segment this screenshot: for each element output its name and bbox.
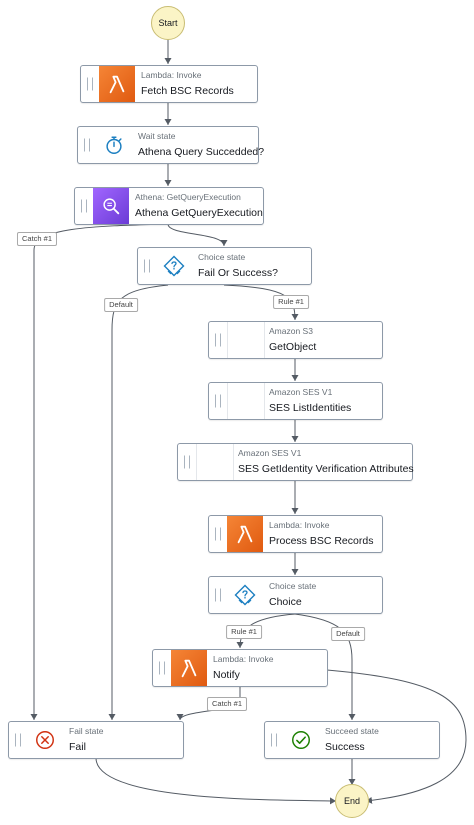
state-subtype: Wait state xyxy=(138,131,176,141)
state-process-bsc-records[interactable]: Lambda: Invoke Process BSC Records xyxy=(208,515,383,553)
state-subtype: Lambda: Invoke xyxy=(213,654,274,664)
state-fail[interactable]: Fail state Fail xyxy=(8,721,184,759)
state-subtype: Lambda: Invoke xyxy=(141,70,202,80)
state-notify[interactable]: Lambda: Invoke Notify xyxy=(152,649,328,687)
drag-handle[interactable] xyxy=(84,138,90,152)
blank-icon xyxy=(196,444,234,480)
state-fetch-bsc-records[interactable]: Lambda: Invoke Fetch BSC Records xyxy=(80,65,258,103)
state-subtype: Amazon S3 xyxy=(269,326,313,336)
drag-handle[interactable] xyxy=(15,733,21,747)
state-ses-listidentities[interactable]: Amazon SES V1 SES ListIdentities xyxy=(208,382,383,420)
fail-icon xyxy=(27,722,63,758)
state-title: Athena Query Succedded? xyxy=(138,146,265,158)
drag-handle[interactable] xyxy=(81,199,87,213)
end-node[interactable]: End xyxy=(335,784,369,818)
state-title: Choice xyxy=(269,596,302,608)
drag-handle[interactable] xyxy=(159,661,165,675)
state-title: Fail xyxy=(69,741,86,753)
stopwatch-icon xyxy=(96,127,132,163)
state-subtype: Amazon SES V1 xyxy=(238,448,302,458)
lambda-icon xyxy=(99,66,135,102)
state-subtype: Lambda: Invoke xyxy=(269,520,330,530)
state-wait[interactable]: Wait state Athena Query Succedded? xyxy=(77,126,265,164)
state-title: Process BSC Records xyxy=(269,535,374,547)
drag-handle[interactable] xyxy=(87,77,93,91)
edge-label-rule1-choice1: Rule #1 xyxy=(273,295,309,309)
state-title: SES GetIdentity Verification Attributes xyxy=(238,463,414,475)
lambda-icon xyxy=(171,650,207,686)
edge-label-default-choice1: Default xyxy=(104,298,138,312)
state-subtype: Choice state xyxy=(269,581,317,591)
start-node[interactable]: Start xyxy=(151,6,185,40)
edge-athena-to-choice1 xyxy=(167,223,228,247)
state-subtype: Choice state xyxy=(198,252,246,262)
state-ses-getidentity-verification[interactable]: Amazon SES V1 SES GetIdentity Verificati… xyxy=(177,443,414,481)
choice-icon xyxy=(156,248,192,284)
success-icon xyxy=(283,722,319,758)
edge-label-default-choice2: Default xyxy=(331,627,365,641)
choice-icon xyxy=(227,577,263,613)
state-subtype: Amazon SES V1 xyxy=(269,387,333,397)
state-title: Athena GetQueryExecution xyxy=(135,207,263,219)
edge-label-catch-notify: Catch #1 xyxy=(206,697,248,711)
state-choice[interactable]: Choice state Choice xyxy=(208,576,383,614)
blank-icon xyxy=(227,322,265,358)
blank-icon xyxy=(227,383,265,419)
athena-icon xyxy=(93,188,129,224)
lambda-icon xyxy=(227,516,263,552)
state-s3-getobject[interactable]: Amazon S3 GetObject xyxy=(208,321,383,359)
state-subtype: Succeed state xyxy=(325,726,379,736)
edge-fail-to-end xyxy=(95,757,337,805)
state-subtype: Fail state xyxy=(69,726,104,736)
state-title: Notify xyxy=(213,669,240,681)
edge-label-catch-athena: Catch #1 xyxy=(16,232,58,246)
edge-label-rule1-choice2: Rule #1 xyxy=(226,625,262,639)
drag-handle[interactable] xyxy=(184,455,190,469)
drag-handle[interactable] xyxy=(215,588,221,602)
state-athena-getqueryexecution[interactable]: Athena: GetQueryExecution Athena GetQuer… xyxy=(74,187,264,225)
state-title: SES ListIdentities xyxy=(269,402,352,414)
edge-athena-catch-to-fail xyxy=(30,223,169,720)
drag-handle[interactable] xyxy=(215,527,221,541)
state-succeed[interactable]: Succeed state Success xyxy=(264,721,440,759)
drag-handle[interactable] xyxy=(271,733,277,747)
state-choice-fail-or-success[interactable]: Choice state Fail Or Success? xyxy=(137,247,312,285)
state-title: GetObject xyxy=(269,341,317,353)
drag-handle[interactable] xyxy=(215,333,221,347)
state-title: Success xyxy=(325,741,365,753)
drag-handle[interactable] xyxy=(215,394,221,408)
drag-handle[interactable] xyxy=(144,259,150,273)
state-title: Fail Or Success? xyxy=(198,267,278,279)
state-title: Fetch BSC Records xyxy=(141,85,234,97)
state-subtype: Athena: GetQueryExecution xyxy=(135,192,241,202)
